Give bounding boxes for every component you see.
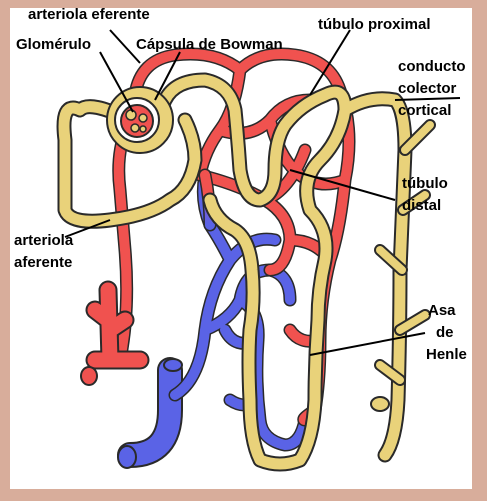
label-distal-tubule-1: túbulo <box>402 175 448 192</box>
label-collecting-duct-1: conducto <box>398 58 466 75</box>
label-bowman-capsule: Cápsula de Bowman <box>136 36 283 53</box>
label-collecting-duct-2: colector <box>398 80 456 97</box>
label-glomerulus: Glomérulo <box>16 36 91 53</box>
label-henle-2: de <box>436 324 454 341</box>
label-distal-tubule-2: distal <box>402 197 441 214</box>
label-henle-1: Asa <box>428 302 456 319</box>
label-proximal-tubule: túbulo proximal <box>318 16 431 33</box>
label-collecting-duct-3: cortical <box>398 102 451 119</box>
label-efferent-arteriole: arteriola eferente <box>28 6 150 23</box>
label-afferent-arteriole-1: arteriola <box>14 232 73 249</box>
label-henle-3: Henle <box>426 346 467 363</box>
glomerulus-capsule <box>107 87 173 153</box>
label-afferent-arteriole-2: aferente <box>14 254 72 271</box>
